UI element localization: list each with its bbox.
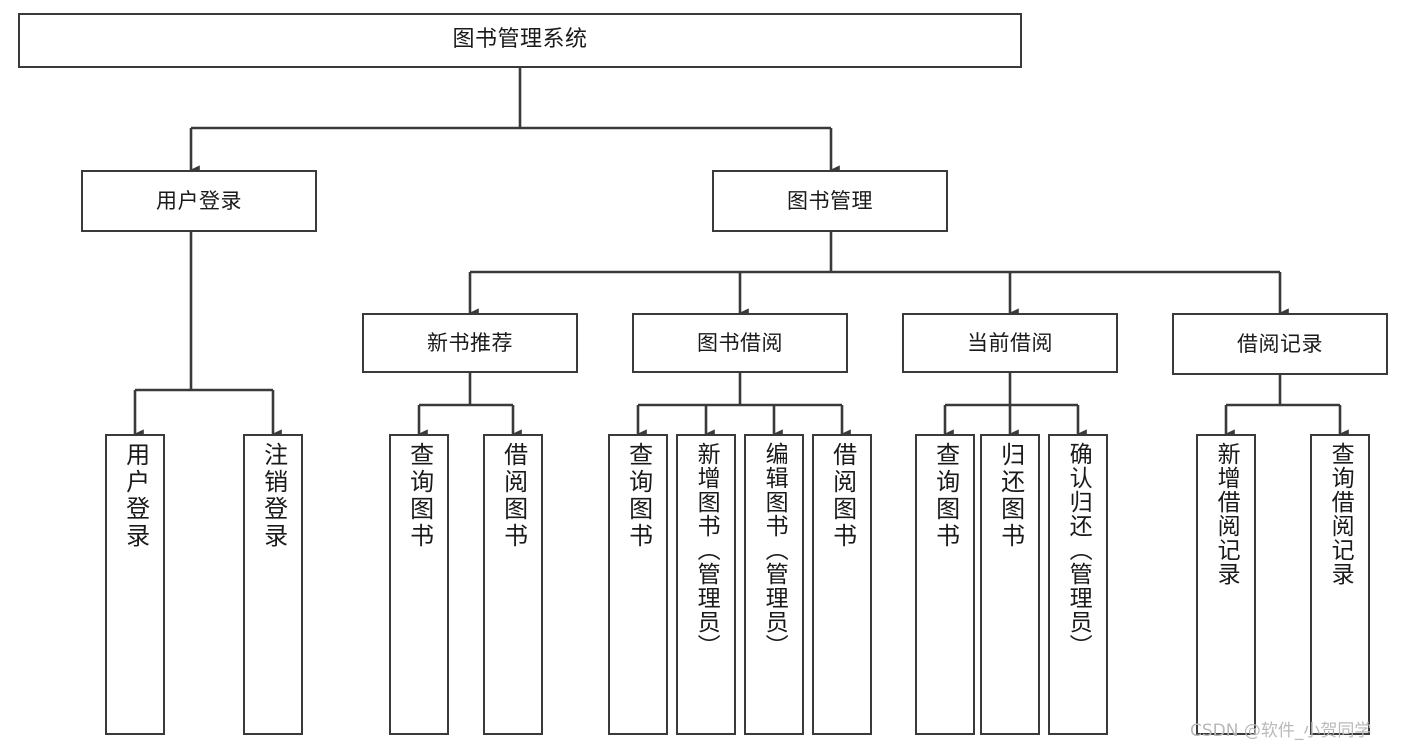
node-label: 查询图书 <box>405 442 434 550</box>
node-current-borrowing[interactable]: 当前借阅 <box>902 313 1118 373</box>
leaf-return-book[interactable]: 归还图书 <box>980 434 1040 735</box>
leaf-logout-login[interactable]: 注销登录 <box>243 434 303 735</box>
node-label: 用户登录 <box>156 188 242 213</box>
leaf-query-borrowing-record[interactable]: 查询借阅记录 <box>1310 434 1370 735</box>
node-user-login[interactable]: 用户登录 <box>81 170 317 232</box>
leaf-confirm-return-admin[interactable]: 确认归还（管理员） <box>1048 434 1108 735</box>
node-label: 借阅图书 <box>499 442 528 550</box>
node-root-book-management-system[interactable]: 图书管理系统 <box>18 13 1022 68</box>
leaf-edit-book-admin[interactable]: 编辑图书（管理员） <box>744 434 804 735</box>
leaf-query-book-current[interactable]: 查询图书 <box>915 434 975 735</box>
leaf-add-book-admin[interactable]: 新增图书（管理员） <box>676 434 736 735</box>
node-label: 确认归还（管理员） <box>1065 442 1092 658</box>
node-label: 查询图书 <box>931 442 960 550</box>
node-label: 查询借阅记录 <box>1327 442 1354 586</box>
node-book-borrowing[interactable]: 图书借阅 <box>632 313 848 373</box>
leaf-borrow-book-new-rec[interactable]: 借阅图书 <box>483 434 543 735</box>
node-label: 借阅记录 <box>1237 331 1323 356</box>
csdn-watermark: CSDN @软件_小贺同学 <box>1190 721 1372 741</box>
node-label: 用户登录 <box>121 442 150 550</box>
leaf-query-book-borrowing[interactable]: 查询图书 <box>608 434 668 735</box>
leaf-borrow-book-borrowing[interactable]: 借阅图书 <box>812 434 872 735</box>
leaf-user-login[interactable]: 用户登录 <box>105 434 165 735</box>
node-borrowing-record[interactable]: 借阅记录 <box>1172 313 1388 375</box>
node-label: 借阅图书 <box>828 442 857 550</box>
leaf-query-book-new-rec[interactable]: 查询图书 <box>389 434 449 735</box>
node-label: 当前借阅 <box>967 330 1053 355</box>
node-label: 新增借阅记录 <box>1213 442 1240 586</box>
node-new-book-recommendation[interactable]: 新书推荐 <box>362 313 578 373</box>
node-label: 查询图书 <box>624 442 653 550</box>
node-label: 编辑图书（管理员） <box>761 442 788 658</box>
node-label: 注销登录 <box>259 442 288 550</box>
node-label: 新增图书（管理员） <box>693 442 720 658</box>
node-label: 图书借阅 <box>697 330 783 355</box>
node-book-management[interactable]: 图书管理 <box>712 170 948 232</box>
node-label: 图书管理系统 <box>452 27 588 53</box>
leaf-add-borrowing-record[interactable]: 新增借阅记录 <box>1196 434 1256 735</box>
node-label: 新书推荐 <box>427 330 513 355</box>
node-label: 图书管理 <box>787 188 873 213</box>
node-label: 归还图书 <box>996 442 1025 550</box>
